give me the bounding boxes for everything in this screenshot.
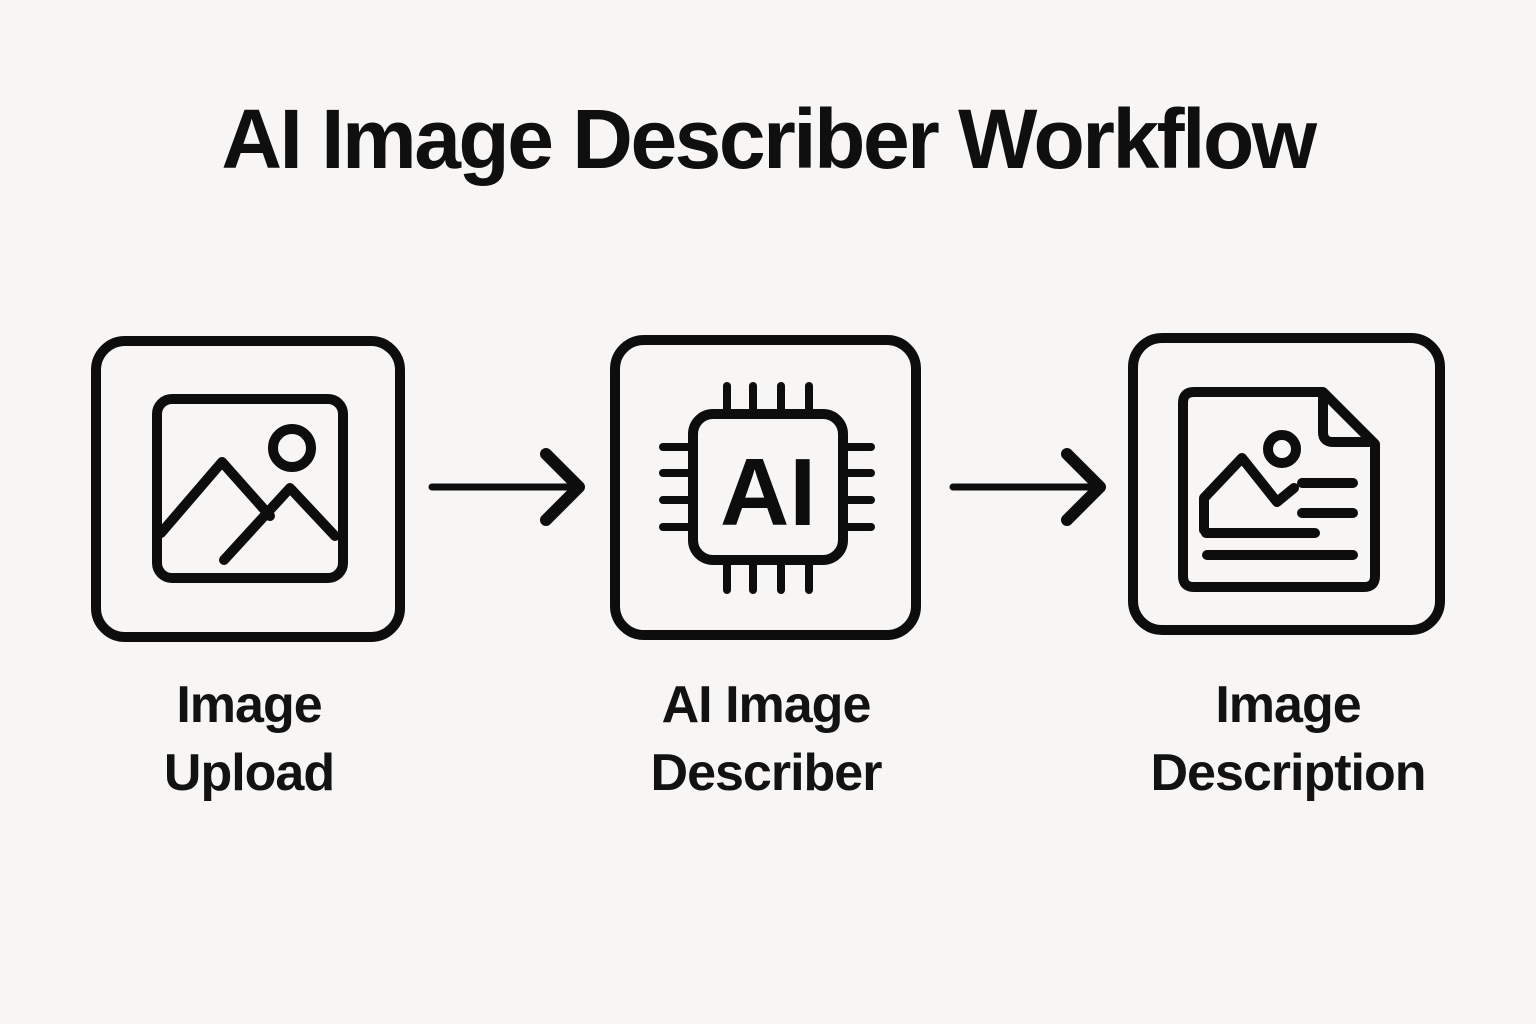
chip-pins-right (843, 443, 875, 531)
step-label-line: Upload (163, 744, 335, 802)
document-image-icon (1178, 387, 1380, 592)
chip-label: AI (720, 439, 816, 546)
arrow-right-icon (949, 448, 1106, 526)
chip-pins-bottom (723, 560, 813, 594)
step-card-image-upload (91, 336, 405, 642)
chip-pins-top (723, 382, 813, 414)
step-label-image-upload: Image Upload (9, 671, 489, 807)
arrow-right-icon (428, 448, 585, 526)
page-title: AI Image Describer Workflow (221, 92, 1317, 186)
step-label-line: Image (176, 676, 322, 734)
chip-pins-left (659, 443, 693, 531)
step-label-line: Describer (650, 744, 883, 802)
step-label-image-description: Image Description (1048, 671, 1528, 807)
ai-chip-icon: AI (659, 382, 875, 594)
image-icon (152, 394, 348, 583)
step-card-image-description (1128, 333, 1445, 635)
step-label-line: Description (1150, 744, 1426, 802)
document-text-lines (1201, 478, 1358, 560)
step-card-ai-image-describer: AI (610, 335, 921, 640)
step-label-line: AI Image (661, 676, 872, 734)
step-label-ai-image-describer: AI Image Describer (526, 671, 1006, 807)
step-label-line: Image (1215, 676, 1361, 734)
